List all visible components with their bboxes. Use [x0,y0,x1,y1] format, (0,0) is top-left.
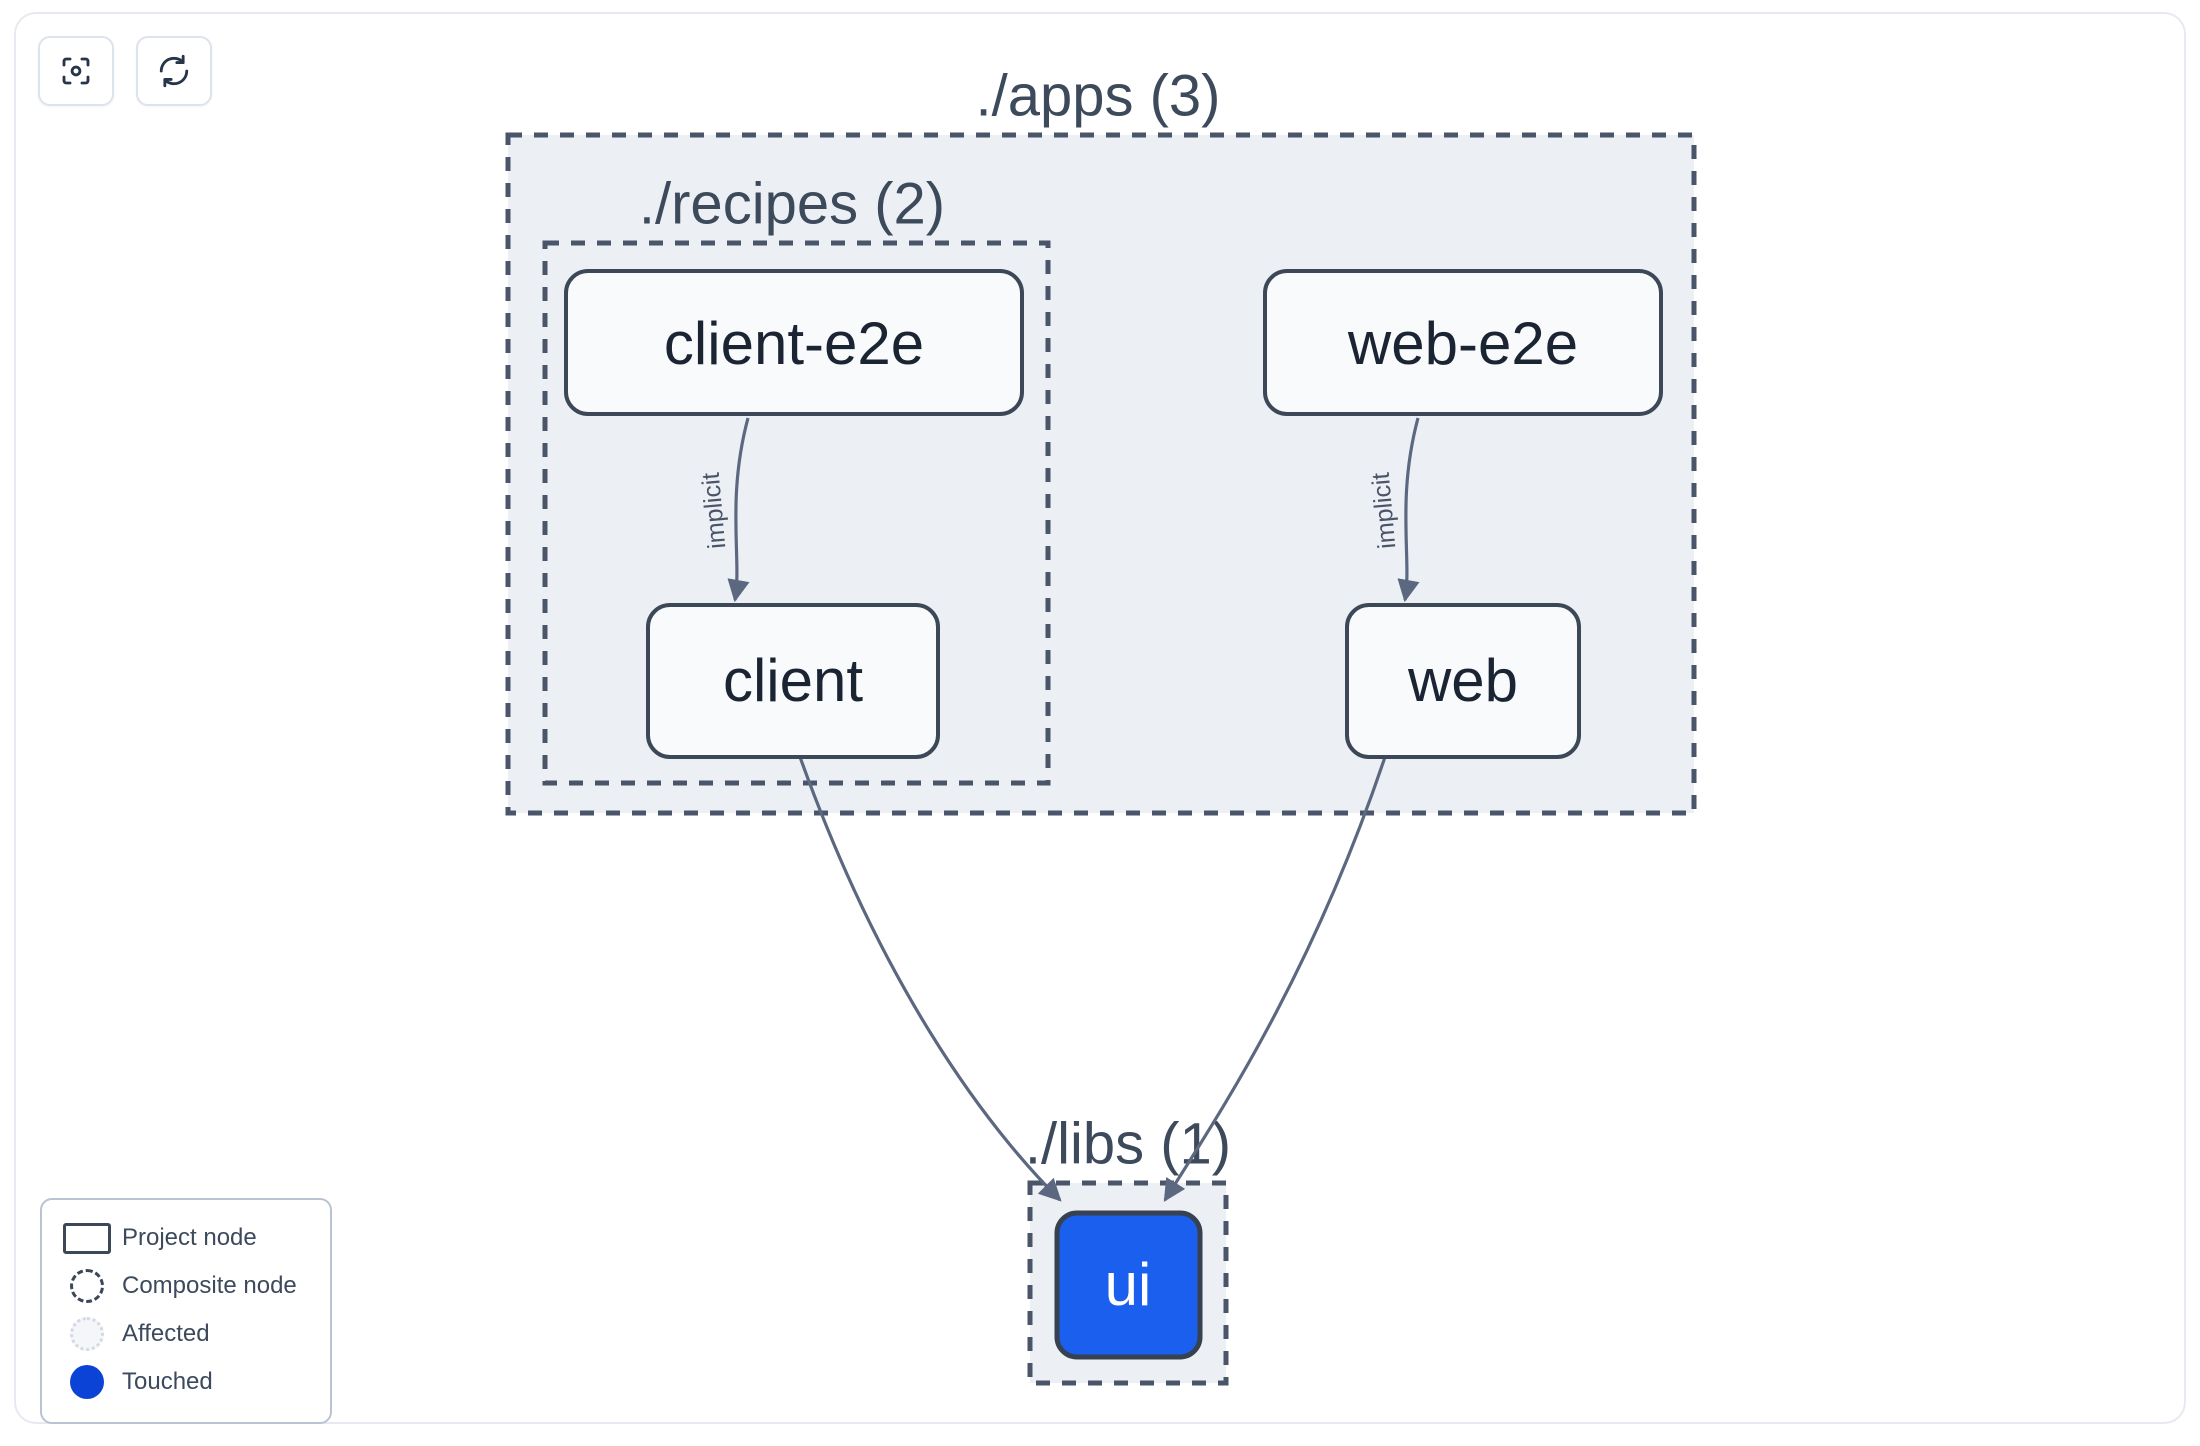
node-ui[interactable]: ui [1054,1210,1203,1360]
legend-item-project-node: Project node [58,1214,314,1262]
edge-path [798,756,1062,1202]
legend-item-composite-node: Composite node [58,1262,314,1310]
node-ui-rect [1054,1210,1203,1360]
group-recipes-label: ./recipes (2) [639,171,945,236]
touched-glyph [58,1365,116,1399]
composite-node-glyph [58,1269,116,1303]
edge-label-implicit-web: implicit [1367,471,1402,550]
legend-item-affected: Affected [58,1310,314,1358]
project-node-glyph [58,1222,116,1254]
edge-web-to-ui[interactable] [1163,756,1387,1202]
legend-label-affected: Affected [122,1320,210,1347]
legend-label-touched: Touched [122,1368,213,1395]
node-web[interactable]: web [1345,603,1581,759]
node-web-e2e-label: web-e2e [1347,310,1578,377]
graph-legend: Project node Composite node Affected Tou… [40,1198,332,1424]
focus-icon [58,53,94,89]
node-client-label: client [723,647,863,714]
node-client-e2e-rect [564,269,1024,416]
edge-path [1397,417,1420,603]
node-client[interactable]: client [646,603,940,759]
node-client-e2e[interactable]: client-e2e [564,269,1024,416]
edge-web-e2e-to-web[interactable]: implicit [1367,417,1420,603]
edge-path [1163,756,1387,1202]
graph-toolbar [38,36,212,106]
refresh-graph-button[interactable] [136,36,212,106]
node-web-e2e[interactable]: web-e2e [1263,269,1663,416]
node-client-e2e-label: client-e2e [664,310,924,377]
edge-client-e2e-to-client[interactable]: implicit [697,417,750,603]
group-libs-label: ./libs (1) [1025,1111,1231,1176]
node-ui-label: ui [1105,1251,1152,1318]
node-web-e2e-rect [1263,269,1663,416]
group-apps-label: ./apps (3) [976,63,1221,128]
legend-item-touched: Touched [58,1358,314,1406]
edge-path [727,417,750,603]
node-client-rect [646,603,940,759]
affected-glyph [58,1317,116,1351]
node-web-rect [1345,603,1581,759]
node-web-label: web [1407,647,1518,714]
legend-label-composite-node: Composite node [122,1272,297,1299]
edge-client-to-ui[interactable] [798,756,1062,1202]
refresh-icon [156,53,192,89]
legend-label-project-node: Project node [122,1224,257,1251]
edge-label-implicit-client: implicit [697,471,732,550]
focus-graph-button[interactable] [38,36,114,106]
